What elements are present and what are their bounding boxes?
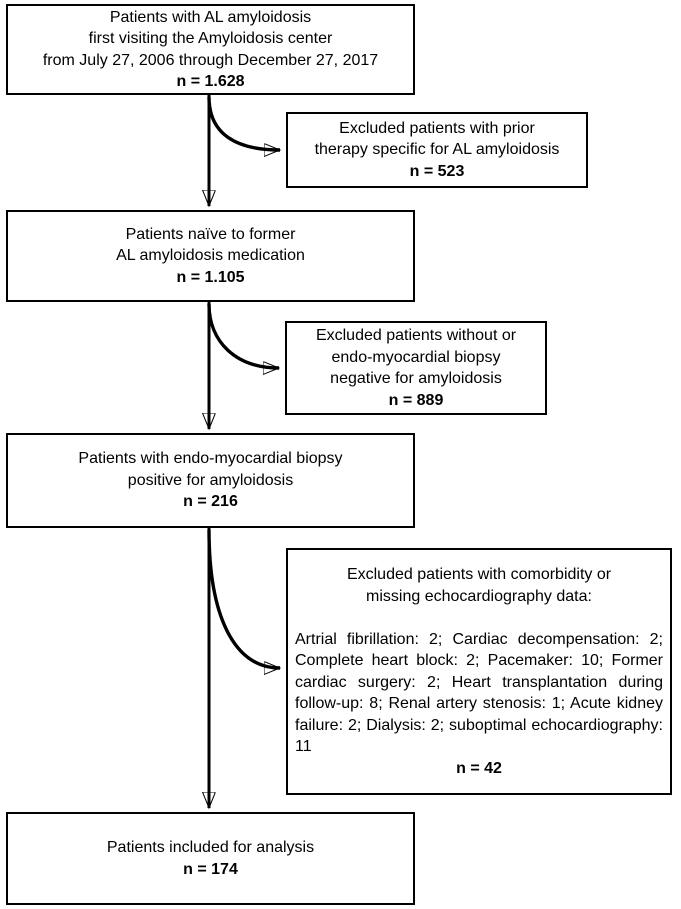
box-line: Excluded patients without or [315,327,517,344]
box-count: n = 42 [456,759,502,777]
box-line: Excluded patients with prior [339,119,535,137]
box-count: n = 523 [409,162,465,180]
box-line: negative for amyloidosis [330,370,502,387]
box-line: missing echocardiography data: [366,587,592,605]
box-excluded-prior-therapy: Excluded patients with prior therapy spe… [286,112,588,188]
box-line: positive for amyloidosis [127,471,294,489]
exclusion-reasons-text: Artrial fibrillation: 2; Cardiac decompe… [295,630,663,756]
arrow-exclude-comorbidity [207,529,280,668]
box-initial-cohort: Patients with AL amyloidosis first visit… [6,4,415,95]
box-line: endo-myocardial biopsy [331,348,501,366]
box-line: Patients with AL amyloidosis [109,8,312,26]
box-line: from July 27, 2006 through December 27, … [42,51,379,69]
box-count: n = 1.628 [176,73,245,90]
box-line: first visiting the Amyloidosis center [88,30,333,47]
box-count: n = 889 [388,391,444,409]
box-count: n = 1.105 [176,268,245,286]
box-excluded-comorbidity: Excluded patients with comorbidity or mi… [286,548,672,795]
arrow-exclude-no-biopsy [207,303,279,368]
box-line: Patients naïve to former [125,225,296,243]
box-line: Patients included for analysis [106,839,315,856]
box-excluded-no-biopsy: Excluded patients without or endo-myocar… [285,321,547,415]
box-count: n = 216 [183,493,238,511]
box-line: Patients with endo-myocardial biopsy [78,450,343,468]
box-final-analysis-cohort: Patients included for analysis n = 174 [6,812,415,905]
box-line: AL amyloidosis medication [116,247,305,265]
box-count: n = 174 [183,860,238,878]
box-biopsy-positive-cohort: Patients with endo-myocardial biopsy pos… [6,433,415,528]
box-naive-cohort: Patients naïve to former AL amyloidosis … [6,210,415,302]
arrow-exclude-prior-therapy [207,96,280,150]
box-line: therapy specific for AL amyloidosis [314,141,560,159]
box-line: Excluded patients with comorbidity or [346,566,612,583]
